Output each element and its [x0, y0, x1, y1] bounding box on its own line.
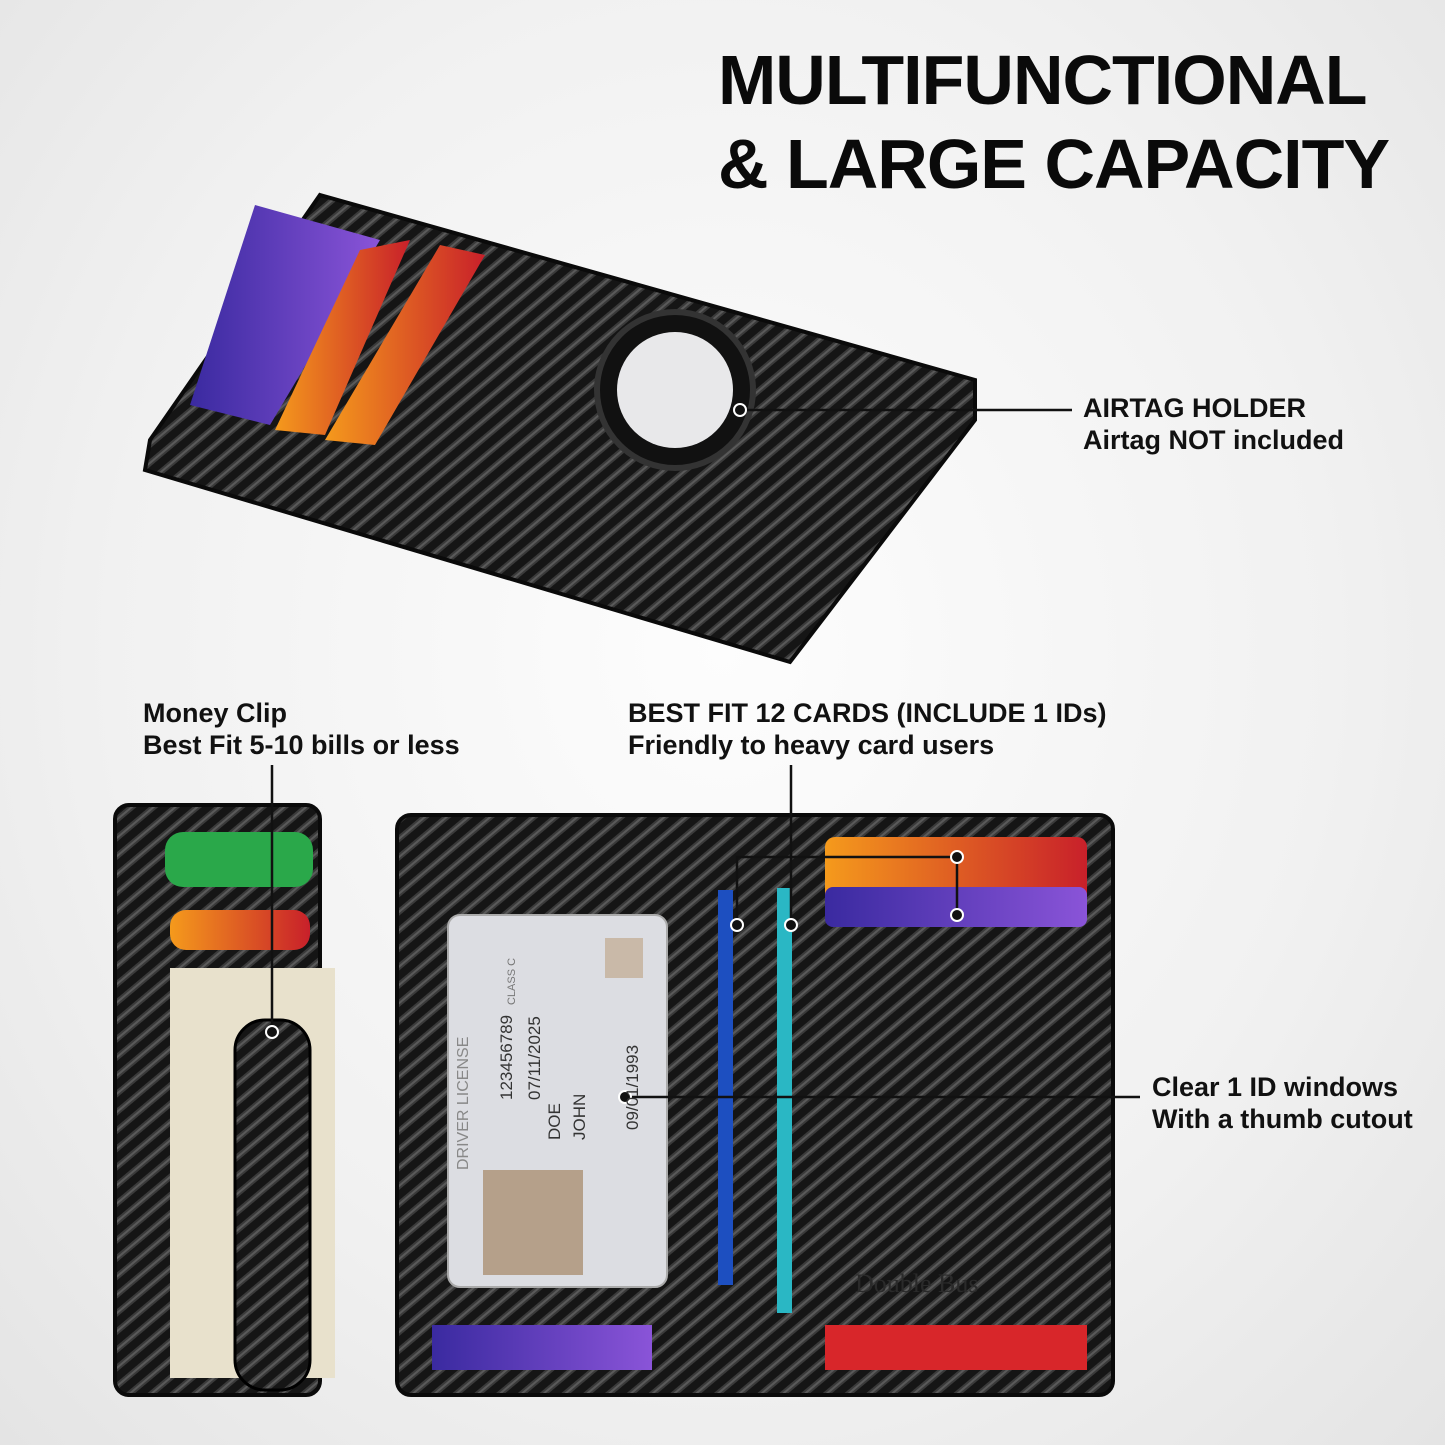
- card-orange-1: [275, 240, 410, 435]
- id-card-title: DRIVER LICENSE: [455, 1037, 472, 1170]
- callout-money-clip-subtitle: Best Fit 5-10 bills or less: [143, 730, 460, 760]
- id-card-ln: DOE: [545, 1103, 564, 1140]
- callout-cards-subtitle: Friendly to heavy card users: [628, 730, 995, 760]
- open-wallet: [395, 813, 1115, 1397]
- clip: [233, 1018, 312, 1392]
- callout-airtag-title: AIRTAG HOLDER: [1083, 393, 1306, 423]
- id-card-class: CLASS C: [506, 958, 518, 1005]
- brand-emboss: Double Bus: [855, 1269, 979, 1298]
- callout-id-window-title: Clear 1 ID windows: [1152, 1072, 1399, 1102]
- callout-id-window: Clear 1 ID windows With a thumb cutout: [1152, 1071, 1413, 1135]
- callout-id-window-subtitle: With a thumb cutout: [1152, 1104, 1413, 1134]
- callout-money-clip: Money Clip Best Fit 5-10 bills or less: [143, 697, 460, 761]
- card-purple: [190, 205, 380, 425]
- callout-cards-title: BEST FIT 12 CARDS (INCLUDE 1 IDs): [628, 698, 1107, 728]
- card-orange-2: [325, 245, 485, 445]
- callout-airtag-subtitle: Airtag NOT included: [1083, 425, 1345, 455]
- id-card-dl: 123456789: [497, 1015, 516, 1100]
- airtag-wallet-top: [142, 192, 977, 665]
- callout-cards: BEST FIT 12 CARDS (INCLUDE 1 IDs) Friend…: [628, 697, 1107, 761]
- money-clip-wallet: [113, 803, 335, 1397]
- headline: MULTIFUNCTIONAL & LARGE CAPACITY: [718, 38, 1390, 206]
- callout-lines: [270, 408, 1140, 1099]
- headline-line-2: & LARGE CAPACITY: [718, 125, 1390, 203]
- id-card-exp: 07/11/2025: [525, 1016, 544, 1100]
- id-card-dob: 09/01/1993: [623, 1045, 642, 1130]
- callout-money-clip-title: Money Clip: [143, 698, 288, 728]
- callout-airtag: AIRTAG HOLDER Airtag NOT included: [1083, 392, 1344, 456]
- headline-line-1: MULTIFUNCTIONAL: [718, 41, 1368, 119]
- airtag-disc: [617, 332, 733, 448]
- id-card-fn: JOHN: [570, 1094, 589, 1140]
